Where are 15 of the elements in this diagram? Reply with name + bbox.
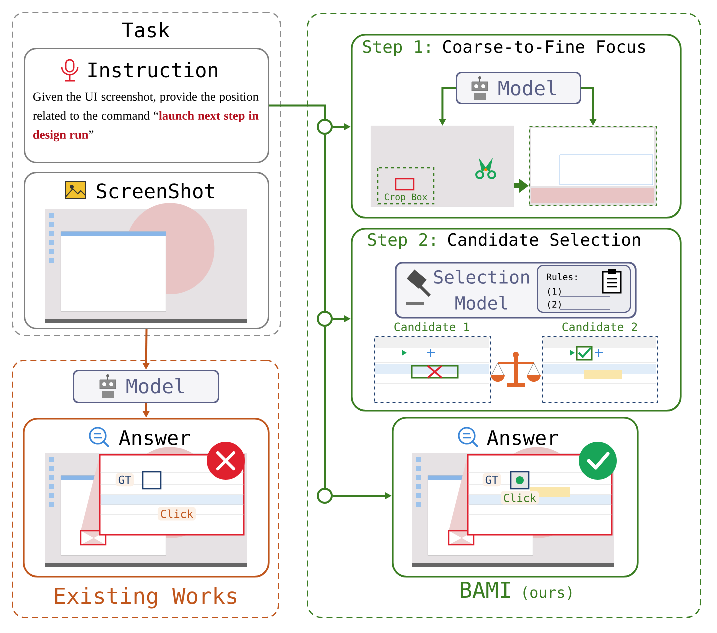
junction-circle	[317, 311, 333, 327]
model-box: Model	[73, 370, 220, 404]
click-tag: Click	[500, 491, 540, 505]
crop-label: Crop Box	[384, 194, 428, 202]
instruction-text: Given the UI screenshot, provide the position related to the command “launch next step in design run”	[33, 92, 259, 142]
connector-line	[270, 104, 326, 119]
click-tag: Click	[158, 507, 196, 521]
connector-line	[324, 327, 326, 488]
junction-circle	[317, 488, 333, 504]
model-box: Model	[456, 72, 582, 104]
connector-line	[324, 135, 326, 311]
node-label: Candidate 2	[562, 322, 638, 332]
screenshot-picture	[371, 126, 514, 208]
node-label: Candidate 1	[394, 322, 470, 332]
junction-circle	[317, 119, 333, 135]
